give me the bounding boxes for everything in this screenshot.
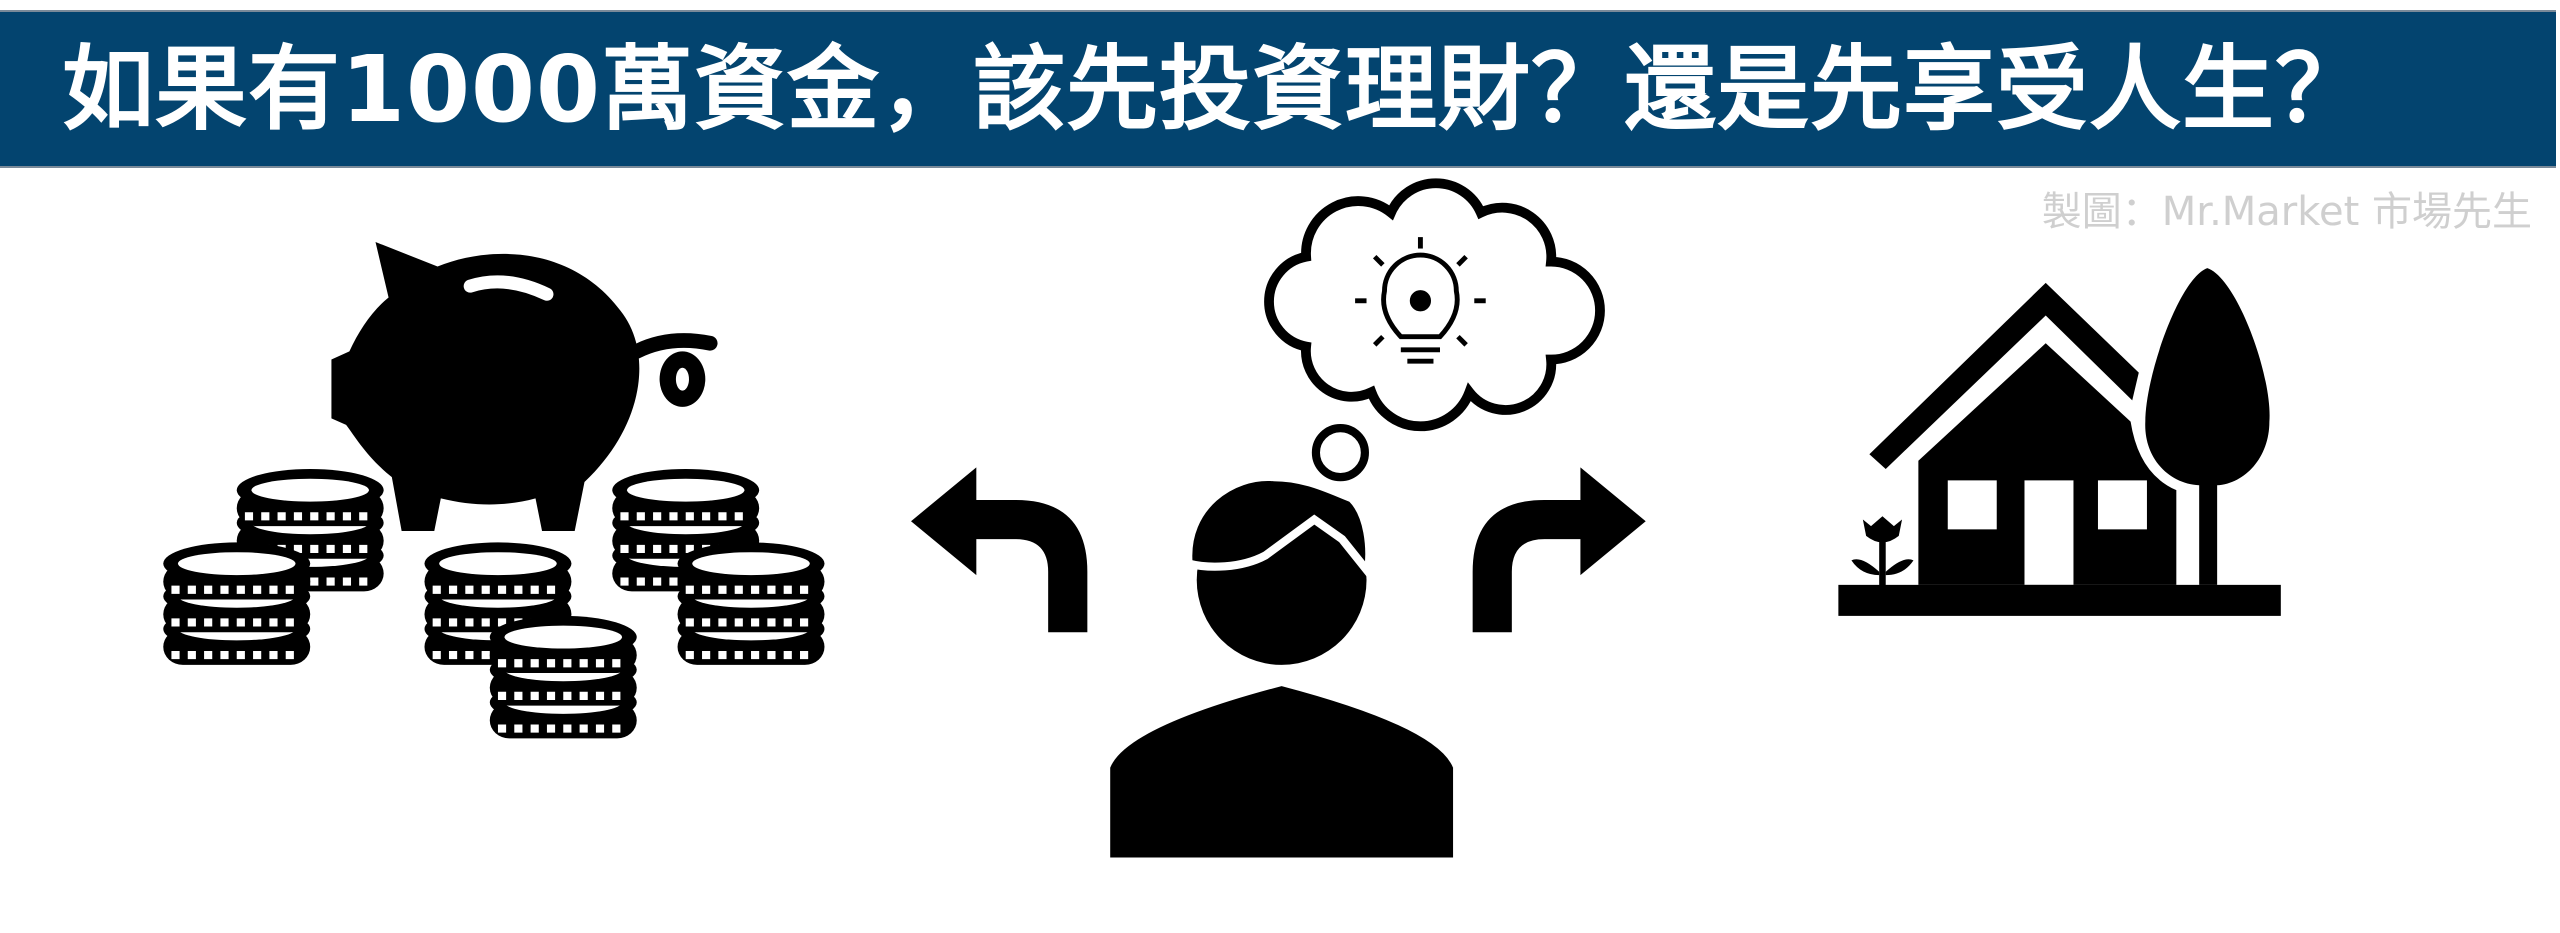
coin <box>489 615 637 674</box>
lightbulb-icon <box>1355 237 1486 364</box>
page-title: 如果有1000萬資金，該先投資理財？還是先享受人生？ <box>62 36 2369 143</box>
coin <box>677 542 825 600</box>
thought-bubble-small-icon <box>1311 424 1369 482</box>
person-thinking-icon <box>1110 472 1454 858</box>
piggy-bank-icon <box>331 242 718 531</box>
tree-icon <box>2145 268 2270 585</box>
flower-icon <box>1851 516 1914 589</box>
coin <box>236 468 384 527</box>
title-banner: 如果有1000萬資金，該先投資理財？還是先享受人生？ <box>0 10 2556 168</box>
coin <box>424 542 572 600</box>
house-icon <box>1838 282 2281 616</box>
coin <box>612 468 760 527</box>
arrow-turn-right-icon <box>1472 467 1646 633</box>
credit-text: 製圖：Mr.Market 市場先生 <box>2041 189 2532 235</box>
coin-stacks-icon <box>163 468 825 739</box>
thought-cloud-icon <box>1264 178 1605 432</box>
coin <box>163 542 311 600</box>
arrow-turn-left-icon <box>911 467 1088 633</box>
